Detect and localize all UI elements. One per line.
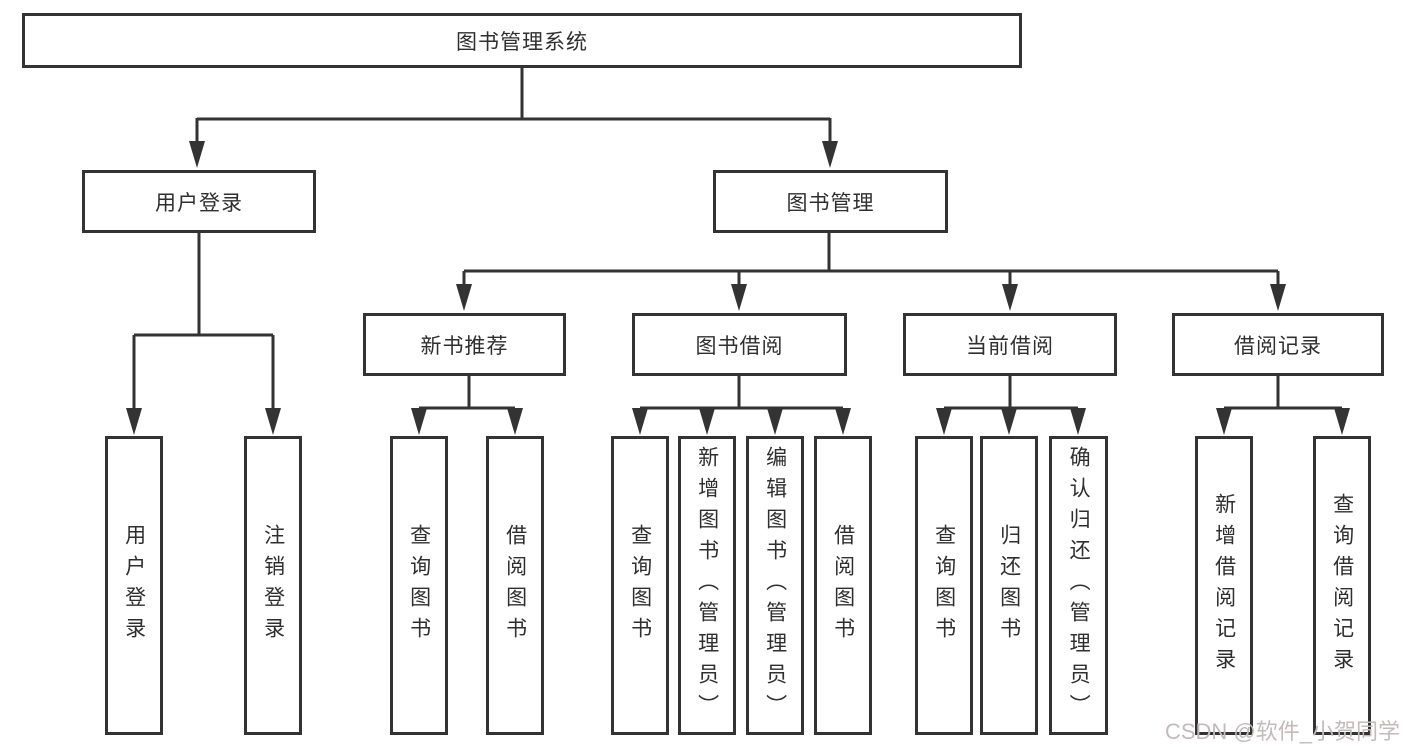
edge-root (195, 68, 832, 146)
node-leaf-query-books-recommend: 查询图书 (390, 436, 448, 735)
node-current-borrow: 当前借阅 (903, 313, 1117, 376)
node-new-book-recommend-label: 新书推荐 (420, 334, 509, 358)
node-user-login-group-label: 用户登录 (155, 191, 243, 215)
node-root-label: 图书管理系统 (456, 30, 588, 54)
node-leaf-logout-label: 注销登录 (261, 523, 285, 648)
node-book-borrow: 图书借阅 (632, 313, 847, 376)
node-leaf-add-book-admin: 新增图书（管理员） (678, 436, 736, 735)
node-root-system: 图书管理系统 (22, 13, 1022, 68)
node-new-book-recommend: 新书推荐 (363, 313, 566, 376)
node-leaf-query-books-borrow: 查询图书 (611, 436, 669, 735)
node-leaf-borrow-books-recommend: 借阅图书 (486, 436, 544, 735)
node-borrow-records: 借阅记录 (1172, 313, 1384, 376)
node-leaf-query-borrow-record-label: 查询借阅记录 (1330, 492, 1354, 679)
node-leaf-borrow-books-borrow: 借阅图书 (814, 436, 872, 735)
edge-book-borrow (638, 376, 845, 414)
edge-new-book (417, 376, 517, 414)
node-leaf-edit-book-admin-label: 编辑图书（管理员） (763, 446, 787, 725)
node-book-borrow-label: 图书借阅 (695, 334, 784, 358)
node-leaf-query-books-current-label: 查询图书 (932, 523, 956, 648)
node-leaf-add-book-admin-label: 新增图书（管理员） (695, 446, 719, 725)
node-user-login-group: 用户登录 (82, 170, 316, 233)
node-leaf-query-books-current: 查询图书 (915, 436, 973, 735)
node-leaf-return-book-label: 归还图书 (997, 523, 1021, 648)
node-leaf-query-books-borrow-label: 查询图书 (628, 523, 652, 648)
node-borrow-records-label: 借阅记录 (1234, 334, 1322, 358)
edge-borrow-records (1222, 376, 1344, 414)
edge-book-mgmt (462, 233, 1280, 290)
node-leaf-edit-book-admin: 编辑图书（管理员） (746, 436, 804, 735)
node-leaf-return-book: 归还图书 (980, 436, 1038, 735)
node-leaf-borrow-books-recommend-label: 借阅图书 (503, 523, 527, 648)
node-leaf-add-borrow-record-label: 新增借阅记录 (1212, 492, 1236, 679)
node-leaf-logout: 注销登录 (244, 436, 302, 735)
node-book-management-label: 图书管理 (786, 191, 875, 215)
edge-user-login (132, 233, 275, 412)
node-leaf-borrow-books-borrow-label: 借阅图书 (831, 523, 855, 648)
csdn-watermark: CSDN @软件_小贺同学 (1164, 719, 1400, 744)
node-leaf-confirm-return-admin-label: 确认归还（管理员） (1067, 446, 1091, 725)
node-leaf-add-borrow-record: 新增借阅记录 (1195, 436, 1253, 735)
node-leaf-user-login-label: 用户登录 (122, 523, 146, 648)
node-leaf-user-login: 用户登录 (105, 436, 163, 735)
edge-current-borrow (942, 376, 1080, 414)
node-current-borrow-label: 当前借阅 (966, 334, 1054, 358)
node-leaf-query-books-recommend-label: 查询图书 (407, 523, 431, 648)
node-book-management: 图书管理 (713, 170, 948, 233)
node-leaf-confirm-return-admin: 确认归还（管理员） (1049, 436, 1108, 735)
node-leaf-query-borrow-record: 查询借阅记录 (1313, 436, 1371, 735)
